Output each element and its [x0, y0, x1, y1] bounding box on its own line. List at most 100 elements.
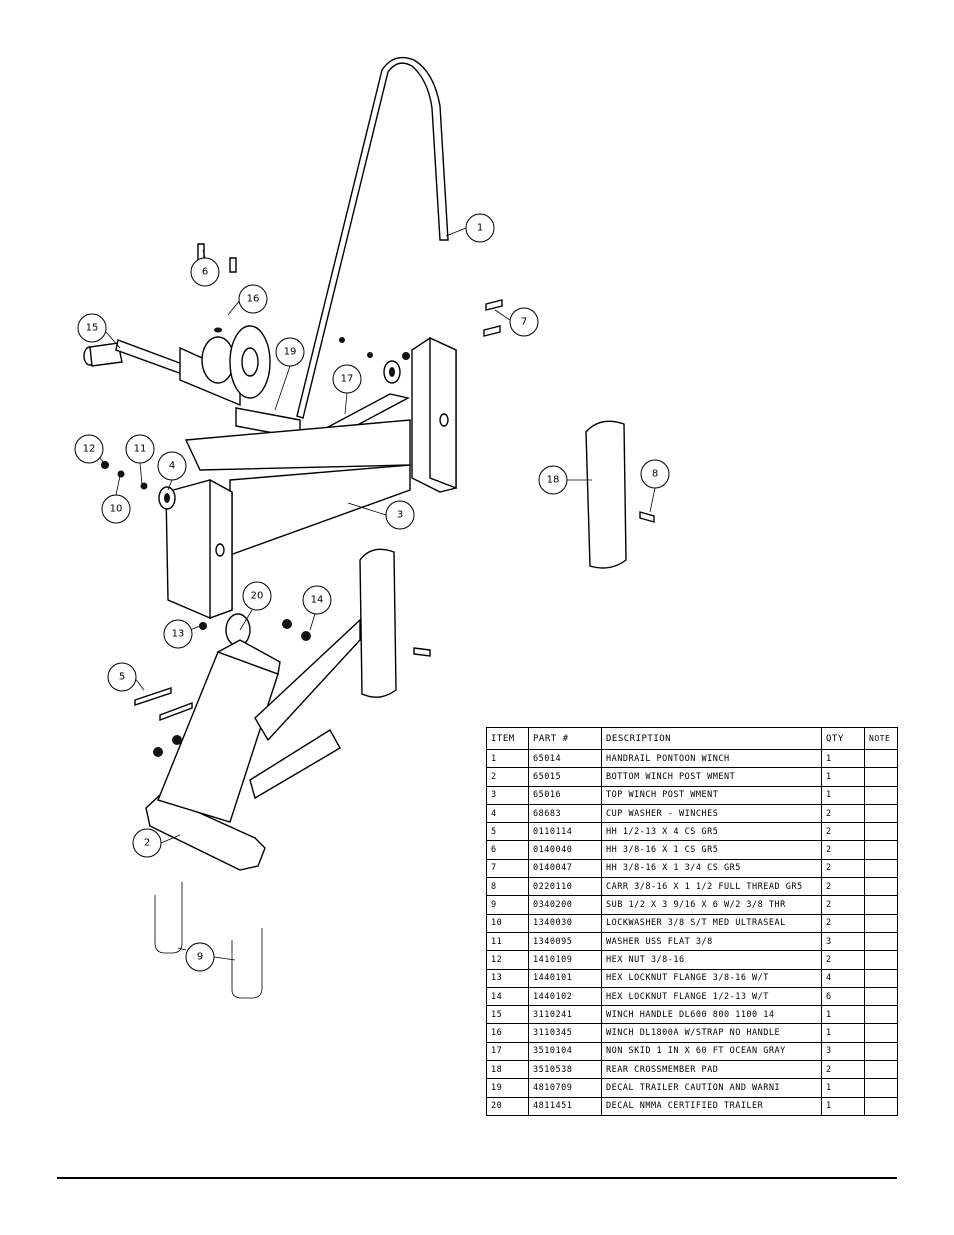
cell-part: 68683 — [528, 803, 602, 824]
callout-16: 16 — [238, 284, 268, 314]
cell-qty: 1 — [821, 767, 865, 787]
header-part: PART # — [528, 727, 602, 750]
handrail-part — [296, 56, 449, 419]
bottom-winch-post-part — [145, 613, 361, 871]
cell-description: HH 3/8-16 X 1 CS GR5 — [601, 840, 822, 860]
callout-14: 14 — [302, 585, 332, 615]
cell-note — [864, 1060, 898, 1080]
cell-note — [864, 1041, 898, 1062]
cell-item: 3 — [486, 785, 529, 805]
cell-item: 9 — [486, 895, 529, 915]
table-header-row: ITEM PART # DESCRIPTION QTY NOTE — [486, 727, 898, 750]
cell-item: 13 — [486, 968, 529, 988]
cell-qty: 2 — [821, 803, 865, 824]
cell-description: HEX NUT 3/8-16 — [601, 950, 822, 970]
svg-text:15: 15 — [86, 323, 99, 334]
cell-part: 65015 — [528, 767, 602, 787]
cell-note — [864, 931, 898, 952]
cell-note — [864, 1005, 898, 1025]
cell-note — [864, 785, 898, 805]
cell-item: 11 — [486, 931, 529, 952]
cell-description: CUP WASHER - WINCHES — [601, 803, 822, 824]
cell-note — [864, 803, 898, 824]
cell-qty: 2 — [821, 895, 865, 915]
cell-item: 18 — [486, 1060, 529, 1080]
cell-part: 0140040 — [528, 840, 602, 860]
cell-part: 3110241 — [528, 1005, 602, 1025]
callout-1: 1 — [465, 213, 495, 243]
cell-part: 3510104 — [528, 1041, 602, 1062]
callout-10: 10 — [101, 494, 131, 524]
callout-6: 6 — [190, 257, 220, 287]
callout-19: 19 — [275, 337, 305, 367]
svg-text:2: 2 — [144, 838, 150, 849]
svg-text:16: 16 — [247, 294, 260, 305]
callout-3: 3 — [385, 500, 415, 530]
cell-qty: 1 — [821, 785, 865, 805]
cell-part: 3110345 — [528, 1023, 602, 1043]
cell-part: 0140047 — [528, 858, 602, 879]
cell-part: 1440101 — [528, 968, 602, 988]
cell-part: 1410109 — [528, 950, 602, 970]
cell-qty: 1 — [821, 1005, 865, 1025]
cell-note — [864, 822, 898, 842]
cell-note — [864, 913, 898, 933]
cell-qty: 2 — [821, 913, 865, 933]
callout-9: 9 — [185, 942, 215, 972]
top-winch-post-part — [165, 336, 457, 619]
cell-description: HEX LOCKNUT FLANGE 1/2-13 W/T — [601, 986, 822, 1007]
header-qty: QTY — [821, 727, 865, 750]
cell-description: REAR CROSSMEMBER PAD — [601, 1060, 822, 1080]
cell-description: HANDRAIL PONTOON WINCH — [601, 748, 822, 769]
svg-text:18: 18 — [547, 475, 560, 486]
cell-item: 15 — [486, 1005, 529, 1025]
cell-qty: 3 — [821, 1041, 865, 1062]
cell-description: HH 3/8-16 X 1 3/4 CS GR5 — [601, 858, 822, 879]
svg-text:13: 13 — [172, 629, 185, 640]
callout-15: 15 — [77, 313, 107, 343]
cell-part: 0220110 — [528, 877, 602, 897]
callout-5: 5 — [107, 662, 137, 692]
callout-13: 13 — [163, 619, 193, 649]
header-item: ITEM — [486, 727, 529, 750]
cell-part: 1340095 — [528, 931, 602, 952]
cell-qty: 2 — [821, 1060, 865, 1080]
cell-item: 16 — [486, 1023, 529, 1043]
cell-description: WINCH DL1800A W/STRAP NO HANDLE — [601, 1023, 822, 1043]
svg-text:10: 10 — [110, 504, 123, 515]
cell-part: 1340030 — [528, 913, 602, 933]
svg-text:4: 4 — [169, 461, 175, 472]
hardware-small — [101, 243, 655, 757]
callout-8: 8 — [640, 459, 670, 489]
cell-description: HH 1/2-13 X 4 CS GR5 — [601, 822, 822, 842]
cell-description: WINCH HANDLE DL600 800 1100 14 — [601, 1005, 822, 1025]
cell-note — [864, 858, 898, 879]
cell-part: 3510538 — [528, 1060, 602, 1080]
cell-description: DECAL NMMA CERTIFIED TRAILER — [601, 1096, 822, 1116]
crossmember-pad-part — [585, 420, 627, 569]
cell-description: NON SKID 1 IN X 60 FT OCEAN GRAY — [601, 1041, 822, 1062]
cell-description: DECAL TRAILER CAUTION AND WARNI — [601, 1078, 822, 1098]
winch-handle-part — [83, 339, 186, 375]
cell-qty: 2 — [821, 950, 865, 970]
cell-note — [864, 1078, 898, 1098]
cell-qty: 2 — [821, 822, 865, 842]
callout-7: 7 — [509, 307, 539, 337]
cell-note — [864, 748, 898, 769]
cell-item: 6 — [486, 840, 529, 860]
